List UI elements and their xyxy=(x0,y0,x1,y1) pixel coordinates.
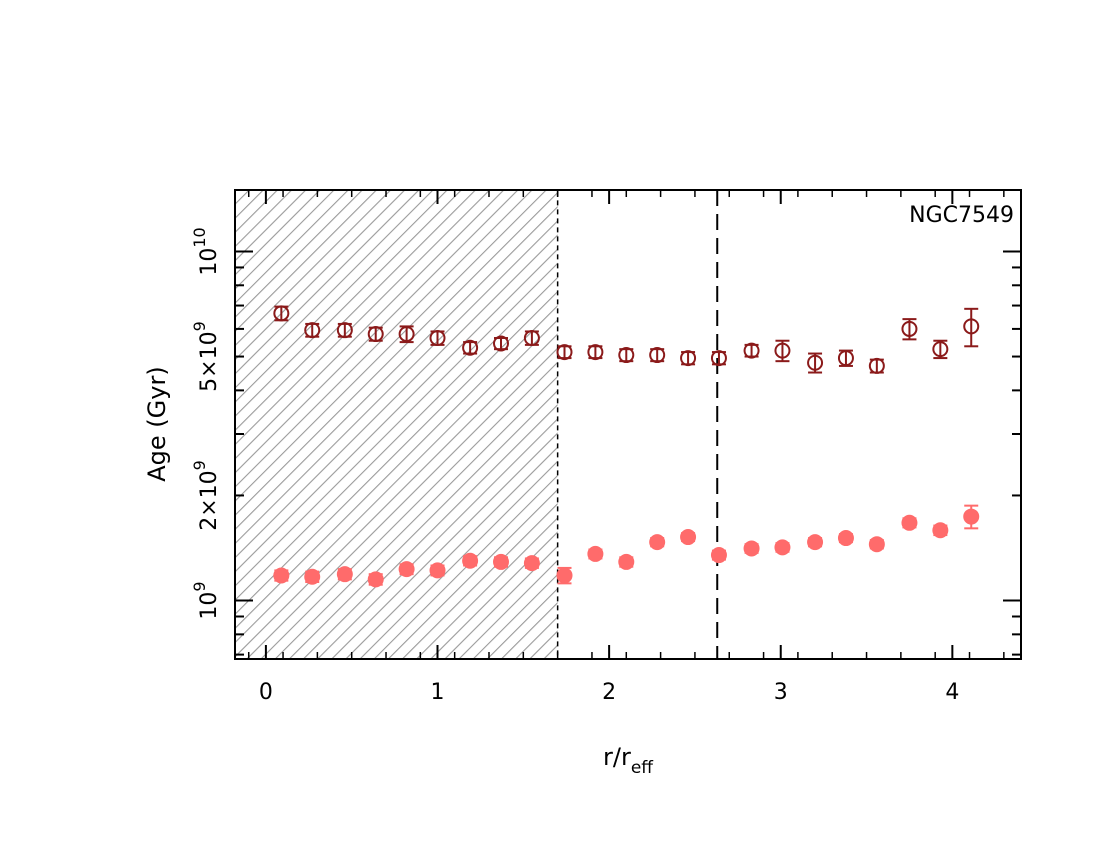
x-tick-label: 2 xyxy=(602,680,616,705)
y-tick-label: 109 xyxy=(190,581,222,619)
data-point xyxy=(429,562,446,579)
data-point xyxy=(523,555,540,572)
y-tick-label: 2×109 xyxy=(190,460,222,531)
data-point xyxy=(649,534,666,551)
x-axis-title-sub: eff xyxy=(631,758,654,778)
data-point xyxy=(963,508,980,525)
data-point xyxy=(493,553,510,570)
y-axis-title: Age (Gyr) xyxy=(143,366,171,481)
data-point xyxy=(304,568,321,585)
plot-frame xyxy=(234,189,1022,660)
data-point xyxy=(336,566,353,583)
data-point xyxy=(963,318,980,335)
x-tick-label: 0 xyxy=(259,680,273,705)
data-point xyxy=(680,350,697,367)
data-point xyxy=(807,354,824,371)
data-point xyxy=(932,341,949,358)
data-point xyxy=(807,534,824,551)
y-tick-label-base: 2×10 xyxy=(197,470,222,530)
y-tick-label-exponent: 9 xyxy=(190,460,209,470)
data-point xyxy=(680,529,697,546)
data-point xyxy=(868,536,885,553)
data-point xyxy=(837,530,854,547)
hatched-region xyxy=(235,190,558,659)
data-point xyxy=(743,540,760,557)
x-axis-title: r/reff xyxy=(603,743,654,778)
series-filled-circles xyxy=(273,504,980,588)
x-tick-label: 1 xyxy=(431,680,445,705)
data-point xyxy=(462,552,479,569)
data-point xyxy=(901,320,918,337)
data-point xyxy=(429,330,446,347)
y-tick-label-exponent: 9 xyxy=(190,321,209,331)
data-point xyxy=(367,326,384,343)
data-point xyxy=(774,342,791,359)
data-point xyxy=(273,305,290,322)
data-point xyxy=(336,322,353,339)
data-point xyxy=(367,571,384,588)
data-point xyxy=(710,350,727,367)
series-layer xyxy=(273,305,980,588)
data-point xyxy=(556,567,573,584)
data-point xyxy=(523,330,540,347)
data-point xyxy=(618,553,635,570)
data-point xyxy=(901,514,918,531)
y-tick-label-base: 10 xyxy=(197,248,222,276)
y-tick-label: 1010 xyxy=(190,227,222,275)
data-point xyxy=(273,567,290,584)
series-open-circles xyxy=(273,305,980,374)
data-point xyxy=(398,326,415,343)
data-point xyxy=(837,350,854,367)
data-point xyxy=(932,522,949,539)
y-tick-label-exponent: 10 xyxy=(190,227,209,247)
data-point xyxy=(304,322,321,339)
data-point xyxy=(710,547,727,564)
data-point xyxy=(618,347,635,364)
x-tick-label: 3 xyxy=(774,680,788,705)
data-point xyxy=(556,344,573,361)
data-point xyxy=(462,339,479,356)
y-tick-label: 5×109 xyxy=(190,321,222,392)
data-point xyxy=(587,545,604,562)
y-tick-label-base: 5×10 xyxy=(197,331,222,391)
y-tick-label-base: 10 xyxy=(197,592,222,620)
hatched-region-layer xyxy=(235,189,559,660)
data-point xyxy=(868,357,885,374)
data-point xyxy=(398,561,415,578)
data-point xyxy=(743,342,760,359)
data-point xyxy=(587,344,604,361)
galaxy-name-annotation: NGC7549 xyxy=(909,203,1014,228)
data-point xyxy=(649,347,666,364)
x-axis-title-base: r/r xyxy=(603,743,631,771)
data-point xyxy=(774,539,791,556)
y-tick-label-exponent: 9 xyxy=(190,581,209,591)
data-point xyxy=(493,335,510,352)
x-tick-label: 4 xyxy=(945,680,959,705)
